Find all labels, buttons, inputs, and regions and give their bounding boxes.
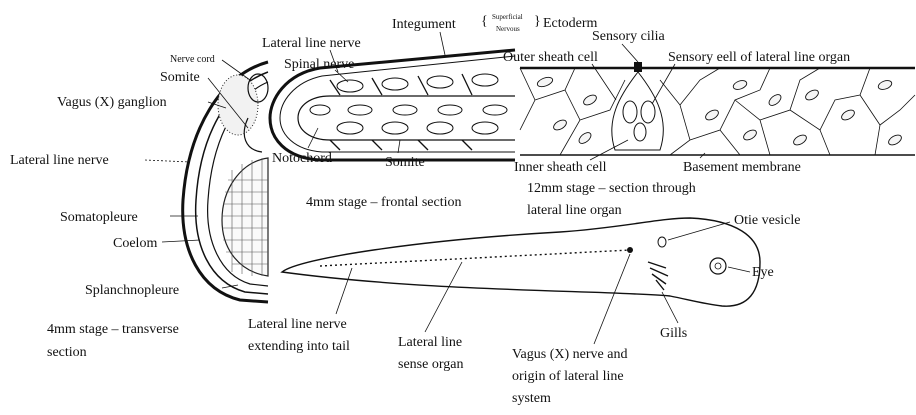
transverse-section-figure: [183, 62, 268, 302]
frontal-caption: 4mm stage – frontal section: [306, 195, 462, 210]
nervous-label: Nervous: [496, 25, 520, 33]
integument-label: Integument: [392, 17, 456, 32]
brace-left: {: [481, 14, 488, 29]
vagus-ganglion-label: Vagus (X) ganglion: [57, 95, 167, 110]
section-12mm-caption-line2: lateral line organ: [527, 203, 622, 218]
larva-outline-figure: [282, 218, 760, 306]
sensory-cilia-label: Sensory cilia: [592, 29, 665, 44]
outer-sheath-cell-label: Outer sheath cell: [503, 50, 598, 65]
splanchnopleure-label: Splanchnopleure: [85, 283, 179, 298]
sensory-cell-label: Sensory eell of lateral line organ: [668, 50, 850, 65]
vagus-nerve-label-line2: origin of lateral line: [512, 369, 624, 384]
section-12mm-caption-line1: 12mm stage – section through: [527, 181, 696, 196]
tail-nerve-label-line1: Lateral line nerve: [248, 317, 347, 332]
tail-nerve-label-line2: extending into tail: [248, 339, 350, 354]
somite-left-label: Somite: [160, 70, 200, 85]
vagus-nerve-label-line1: Vagus (X) nerve and: [512, 347, 627, 362]
basement-membrane-label: Basement membrane: [683, 160, 801, 175]
superficial-label: Superficial: [492, 13, 523, 21]
lateral-line-sense-label-line1: Lateral line: [398, 335, 462, 350]
lateral-line-nerve-left-label: Lateral line nerve: [10, 153, 109, 168]
notochord-label: Notochord: [272, 151, 332, 166]
brace-right: }: [534, 14, 541, 29]
coelom-label: Coelom: [113, 236, 157, 251]
nerve-cord-label: Nerve cord: [170, 54, 215, 65]
lateral-line-organ-figure: [520, 62, 915, 155]
lateral-line-sense-label-line2: sense organ: [398, 357, 463, 372]
somite-mid-label: Somite: [385, 155, 425, 170]
gills-label: Gills: [660, 326, 687, 341]
somatopleure-label: Somatopleure: [60, 210, 138, 225]
inner-sheath-cell-label: Inner sheath cell: [514, 160, 607, 175]
otic-vesicle-label: Otie vesicle: [734, 213, 800, 228]
eye-label: Eye: [752, 265, 774, 280]
transverse-caption-line2: section: [47, 345, 87, 360]
vagus-nerve-label-line3: system: [512, 391, 551, 406]
lateral-line-nerve-top-label: Lateral line nerve: [262, 36, 361, 51]
ectoderm-label: Ectoderm: [543, 16, 598, 31]
spinal-nerve-label: Spinal nerve: [284, 57, 354, 72]
transverse-caption-line1: 4mm stage – transverse: [47, 322, 179, 337]
